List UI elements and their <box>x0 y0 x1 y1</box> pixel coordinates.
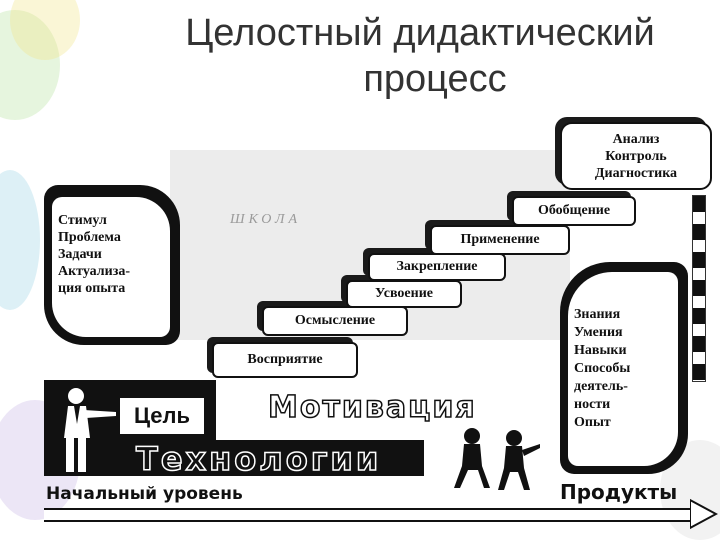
top-block-line: Контроль <box>605 148 667 164</box>
step-box: Закрепление <box>368 253 506 281</box>
right-block-line: Знания <box>574 307 621 322</box>
top-block-line: Диагностика <box>594 165 678 181</box>
right-block-line: Способы <box>574 361 631 376</box>
left-block-line: Актуализа- <box>58 264 131 279</box>
step-label: Закрепление <box>396 259 478 274</box>
slide-title: Целостный дидактический процесс <box>120 10 720 102</box>
top-block-line: Анализ <box>612 131 660 147</box>
right-block-line: ности <box>574 397 611 412</box>
technology-label: Технологии <box>135 439 382 479</box>
top-block: Анализ Контроль Диагностика <box>560 122 712 190</box>
step-label: Восприятие <box>247 352 323 367</box>
decorative-balloon <box>0 170 40 310</box>
right-block-line: Умения <box>574 325 623 340</box>
technology-band <box>44 440 424 476</box>
left-block-line: ция опыта <box>58 281 126 296</box>
left-scroll-inner <box>52 197 170 337</box>
watermark-text: ШКОЛА <box>230 212 302 227</box>
presenter-figure-icon <box>64 388 116 472</box>
step-box: Обобщение <box>512 196 636 226</box>
right-scroll-inner <box>568 272 678 466</box>
left-block-line: Задачи <box>58 247 102 262</box>
checker-column <box>692 195 706 382</box>
people-discussion-icon <box>454 428 540 490</box>
motivation-label: Мотивация <box>267 389 477 426</box>
slide-title-line-2: процесс <box>363 58 507 100</box>
step-label: Обобщение <box>537 203 611 218</box>
right-block-text: Знания Умения Навыки Способы деятель- но… <box>574 306 630 432</box>
goal-label: Цель <box>133 403 191 428</box>
step-label: Усвоение <box>374 286 433 301</box>
step-box: Применение <box>430 225 570 255</box>
right-block-line: деятель- <box>574 379 628 394</box>
left-block-text: Стимул Проблема Задачи Актуализа- ция оп… <box>58 212 130 297</box>
slide-title-line-1: Целостный дидактический <box>185 12 655 54</box>
step-label: Применение <box>460 232 540 247</box>
arrow-head-icon <box>690 498 718 530</box>
left-block-line: Проблема <box>58 230 121 245</box>
start-label: Начальный уровень <box>46 484 243 504</box>
goal-box: Цель <box>118 396 206 436</box>
progress-arrow <box>44 508 694 522</box>
step-label: Осмысление <box>294 313 376 328</box>
right-block-line: Опыт <box>574 415 611 430</box>
step-box: Осмысление <box>262 306 408 336</box>
products-label: Продукты <box>560 480 678 504</box>
step-box: Усвоение <box>346 280 462 308</box>
right-block-line: Навыки <box>574 343 627 358</box>
left-block-line: Стимул <box>58 213 107 228</box>
step-box: Восприятие <box>212 342 358 378</box>
